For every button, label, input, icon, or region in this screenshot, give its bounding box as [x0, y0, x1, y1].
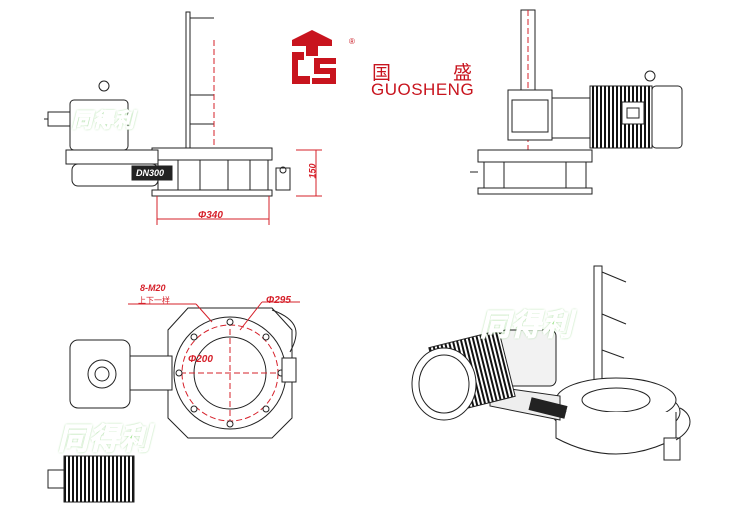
front-elevation-view — [44, 11, 322, 225]
watermark-text: 同得利 — [479, 307, 573, 343]
dimension-bolt-note: 上下一样 — [138, 296, 170, 305]
side-elevation-view — [470, 9, 683, 195]
dimension-height: 150 — [307, 163, 318, 179]
brand-name-chinese: 国 盛 — [372, 62, 501, 84]
isometric-view — [411, 265, 691, 461]
dimension-pcd-diameter: Φ295 — [266, 295, 291, 306]
dimension-bolt-spec: 8-M20 — [140, 283, 166, 293]
watermark-text: 同得利 — [57, 421, 151, 457]
registered-mark: ® — [349, 37, 355, 46]
plan-view — [47, 301, 300, 503]
watermark-text: 同得利 — [71, 107, 135, 132]
model-label: DN300 — [136, 168, 165, 178]
dimension-outer-diameter: Φ340 — [198, 210, 223, 221]
brand-name-english: GUOSHENG — [371, 80, 475, 99]
dimension-bore-diameter: Φ200 — [188, 354, 213, 365]
guosheng-logo-icon — [292, 30, 336, 84]
